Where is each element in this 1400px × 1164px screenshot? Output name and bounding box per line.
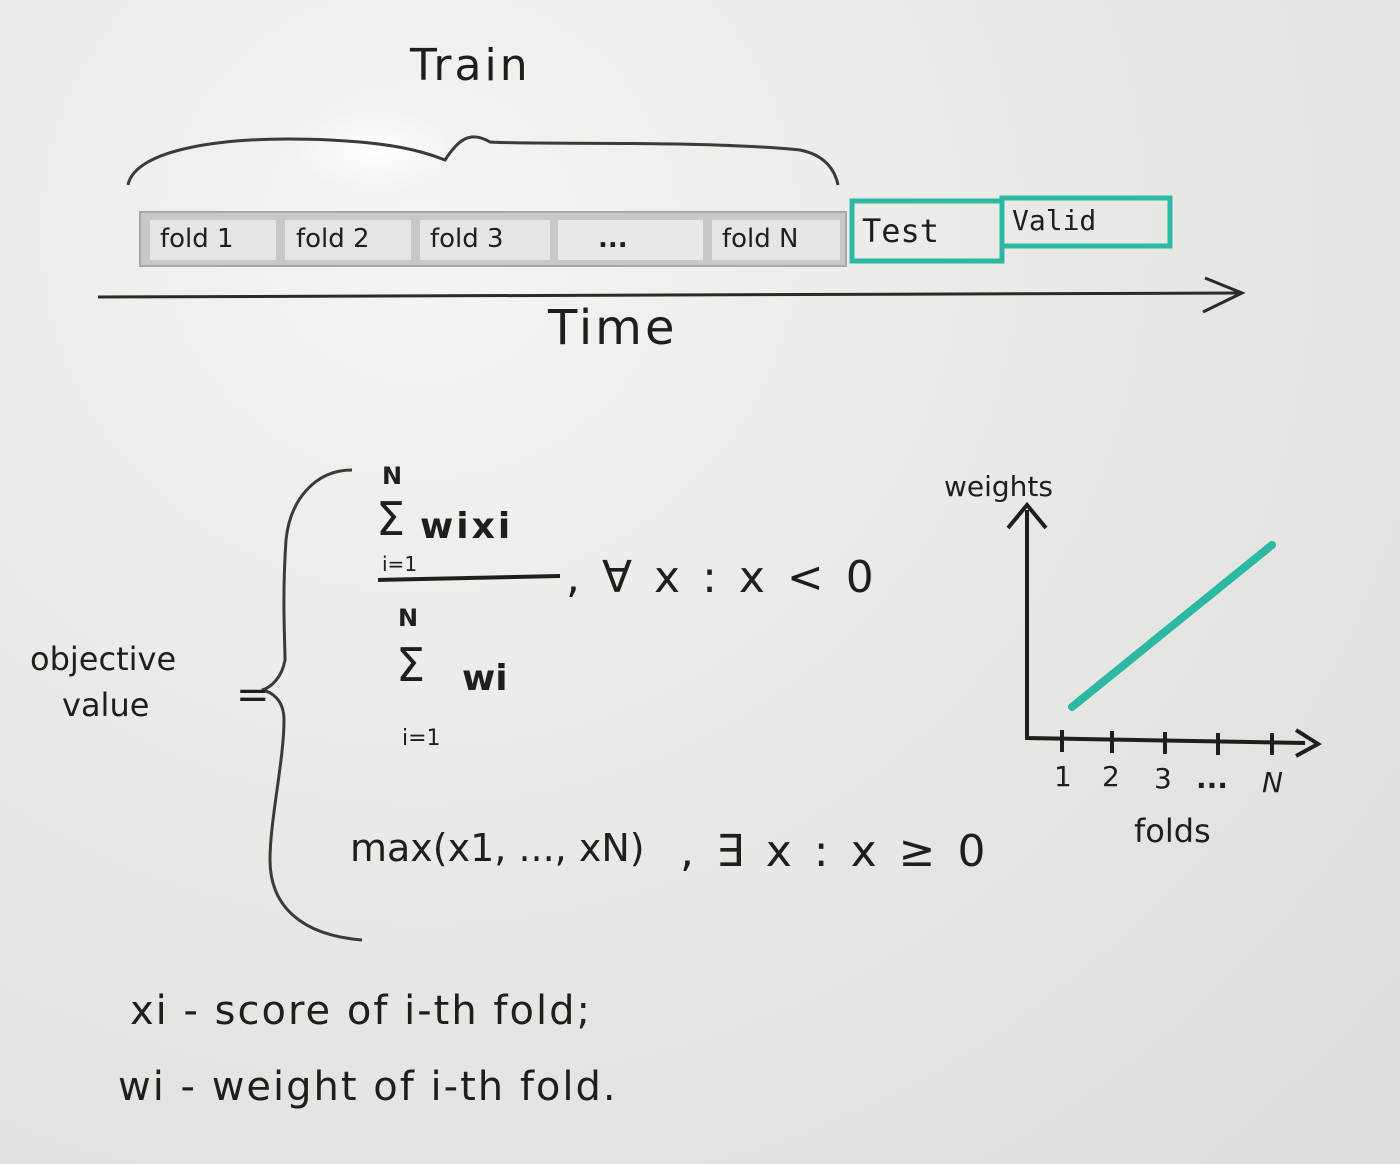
graph-tick-label: N (1262, 766, 1283, 799)
case2-condition: , ∃ x : x ≥ 0 (680, 826, 990, 877)
test-label: Test (862, 212, 940, 250)
case1-condition: , ∀ x : x < 0 (566, 552, 878, 603)
graph-y-axis (1025, 510, 1306, 745)
objective-label: objective (30, 640, 177, 678)
denominator-term: wi (462, 658, 508, 699)
graph-x-arrowhead (1294, 728, 1322, 758)
valid-label: Valid (1012, 204, 1097, 237)
sigma-den: Σ (396, 638, 426, 692)
sum-bottom-num: i=1 (382, 552, 418, 576)
train-brace (126, 135, 840, 186)
cases-brace (261, 468, 363, 942)
graph-xlabel: folds (1134, 812, 1211, 850)
time-axis-line (97, 291, 1241, 299)
equals-sign: = (236, 672, 270, 718)
weights-trend-line (1068, 541, 1276, 711)
graph-tick-label: 3 (1154, 762, 1172, 795)
value-label: value (62, 686, 150, 724)
sum-bottom-den: i=1 (402, 726, 441, 751)
fold-label: fold 1 (160, 224, 234, 254)
valid-box (999, 195, 1173, 249)
legend-line-xi: xi - score of i-th fold; (130, 988, 592, 1034)
sum-top-den: N (398, 604, 419, 632)
graph-tick-label: 2 (1102, 760, 1120, 793)
graph-y-arrowhead (1006, 501, 1048, 530)
legend-line-wi: wi - weight of i-th fold. (118, 1064, 618, 1110)
time-axis-arrowhead (1202, 276, 1246, 314)
sigma-num: Σ (376, 492, 406, 546)
graph-tick-label: 1 (1054, 760, 1072, 793)
board-glare (300, 110, 450, 190)
fold-label: fold N (722, 224, 799, 254)
time-axis-label: Time (548, 300, 678, 356)
train-label: Train (410, 40, 531, 91)
sum-top-num: N (382, 462, 403, 490)
graph-tick-label: ... (1196, 762, 1228, 795)
graph-ylabel: weights (944, 470, 1053, 503)
fold-label: fold 3 (430, 224, 504, 254)
fold-label-ellipsis: ... (598, 224, 628, 254)
fraction-bar (377, 574, 561, 582)
case2-expression: max(x1, ..., xN) (350, 826, 645, 870)
numerator-term: wixi (420, 506, 514, 547)
fold-label: fold 2 (296, 224, 370, 254)
